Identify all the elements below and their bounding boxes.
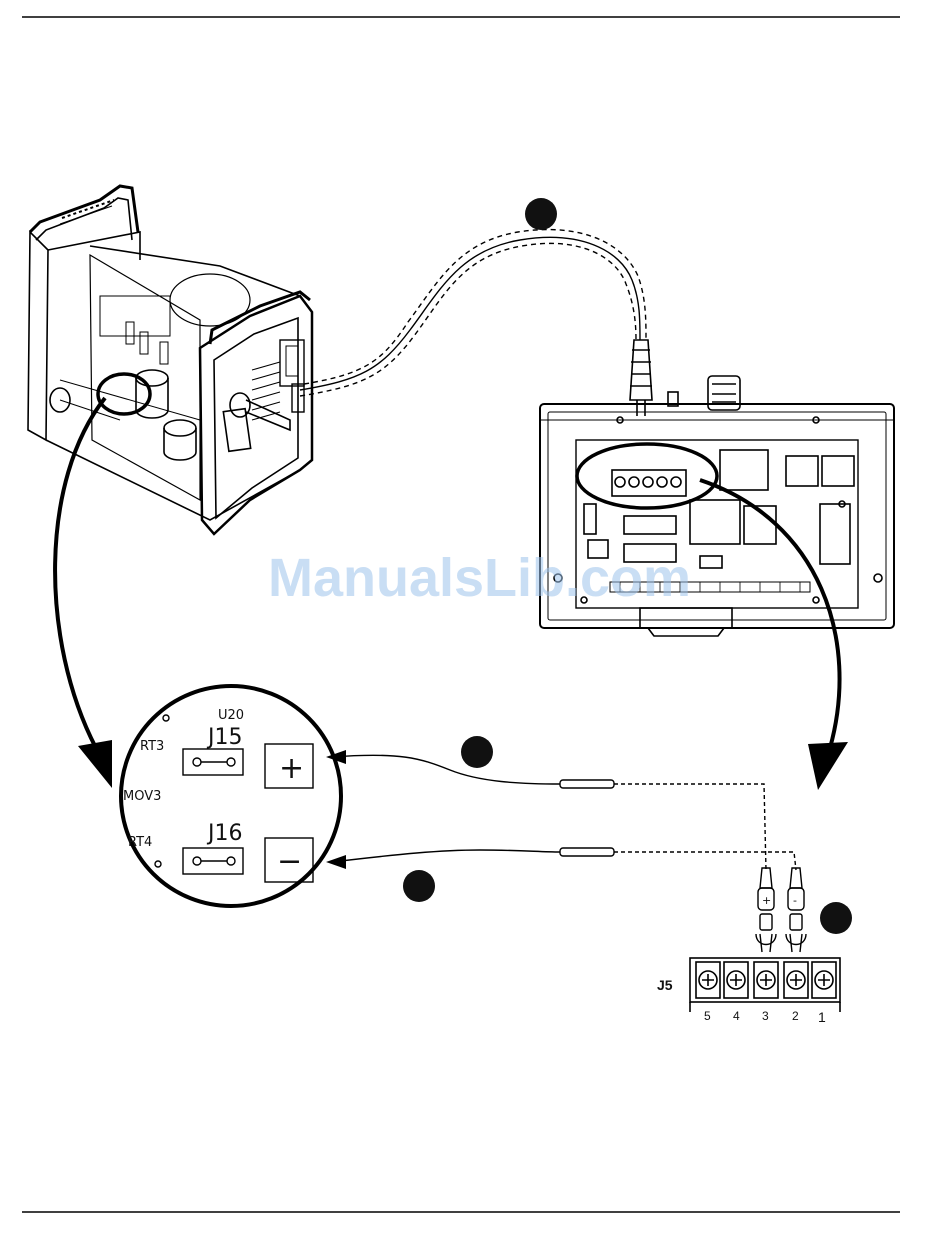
j16-label: J16 bbox=[206, 821, 242, 846]
callout-dot-plus-wire bbox=[461, 736, 493, 768]
callout-dot-terminals bbox=[820, 902, 852, 934]
terminal-number-5: 5 bbox=[704, 1009, 711, 1023]
terminal-number-4: 4 bbox=[733, 1009, 740, 1023]
callout-dot-cable bbox=[525, 198, 557, 230]
detail-view: U20 RT3 J15 MOV3 RT4 J16 + − bbox=[121, 686, 341, 906]
power-supply-unit bbox=[28, 186, 312, 534]
terminal-block bbox=[690, 958, 840, 1012]
rt4-label: RT4 bbox=[128, 835, 152, 850]
arrowhead-right bbox=[808, 742, 848, 790]
u20-label: U20 bbox=[218, 708, 244, 723]
terminal-block-label: J5 bbox=[657, 977, 673, 993]
twisted-cable bbox=[300, 230, 646, 396]
terminal-number-2: 2 bbox=[792, 1009, 799, 1023]
mov3-label: MOV3 bbox=[123, 789, 161, 804]
minus-symbol: − bbox=[277, 844, 302, 879]
power-supply-connection-circle bbox=[98, 374, 150, 414]
plus-symbol: + bbox=[279, 751, 304, 786]
wire-lugs bbox=[756, 868, 806, 952]
terminal-number-1: 1 bbox=[818, 1009, 826, 1025]
signal-wires bbox=[332, 755, 796, 870]
lug-minus-mark: - bbox=[793, 894, 797, 907]
minus-wire-arrowhead bbox=[326, 855, 346, 869]
control-box-terminal-circle bbox=[577, 444, 717, 508]
callout-dot-minus-wire bbox=[403, 870, 435, 902]
terminal-number-3: 3 bbox=[762, 1009, 769, 1023]
lug-plus-mark: + bbox=[762, 894, 771, 907]
j15-label: J15 bbox=[206, 725, 242, 750]
rt3-label: RT3 bbox=[140, 739, 164, 754]
watermark: ManualsLib.com bbox=[268, 548, 691, 608]
arrowhead-left bbox=[78, 740, 112, 788]
